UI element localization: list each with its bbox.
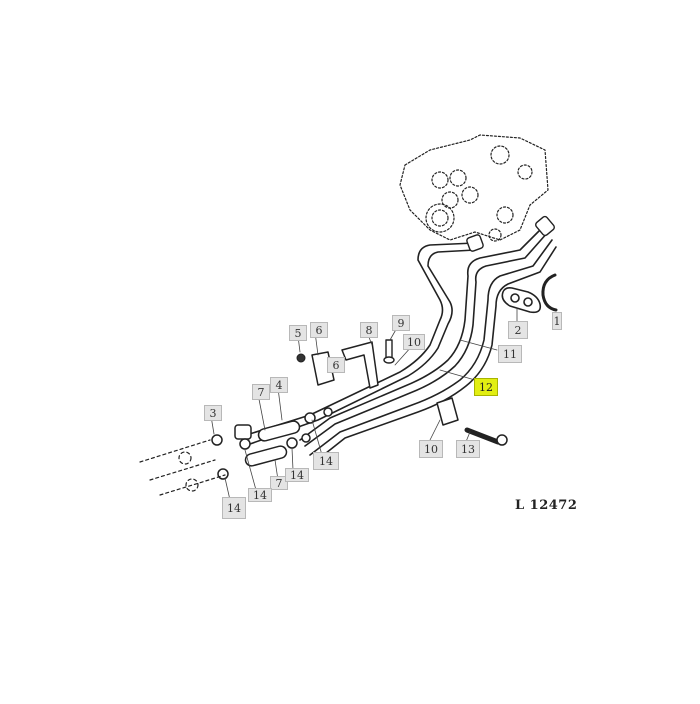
callout-5: 5	[289, 325, 307, 341]
pipe-nuts	[466, 215, 555, 252]
pipe-continuation	[139, 439, 226, 496]
callout-11: 11	[498, 345, 522, 363]
callout-6: 6	[310, 322, 328, 338]
callout-14a: 14	[313, 452, 339, 470]
callout-14b: 14	[285, 468, 309, 482]
callout-10b: 10	[419, 440, 443, 458]
callout-1: 1	[552, 312, 562, 330]
callout-4: 4	[270, 377, 288, 393]
callout-14c: 14	[248, 488, 272, 502]
drawing-reference-code: L 12472	[515, 498, 578, 513]
callout-8: 8	[360, 322, 378, 338]
callout-6b: 6	[327, 357, 345, 373]
callout-13: 13	[456, 440, 480, 458]
nut-part	[296, 353, 306, 363]
fittings	[211, 407, 333, 480]
callout-7b: 7	[270, 476, 288, 490]
callout-2: 2	[508, 321, 528, 339]
clamp-lower	[436, 397, 508, 446]
seal-ring-part	[541, 273, 558, 312]
callout-10: 10	[403, 334, 425, 350]
callout-7: 7	[252, 384, 270, 400]
gasket-part	[501, 287, 542, 314]
bolt-part	[383, 339, 395, 364]
callout-14d: 14	[222, 497, 246, 519]
callout-12-highlighted: 12	[474, 378, 498, 396]
pump-assembly	[399, 134, 549, 242]
callout-3: 3	[204, 405, 222, 421]
callout-9: 9	[392, 315, 410, 331]
clamp-block	[311, 341, 379, 389]
